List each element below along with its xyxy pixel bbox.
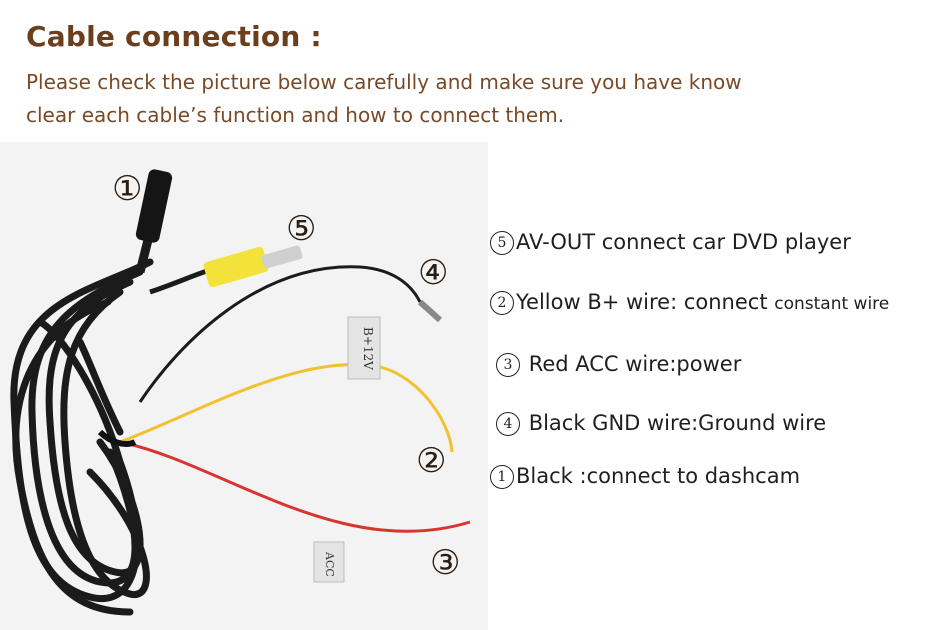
legend-item-red-wire: 3 Red ACC wire:power <box>496 352 741 377</box>
legend-number: 3 <box>496 353 520 377</box>
ground-wire <box>138 265 422 403</box>
marker-1: ① <box>112 169 142 209</box>
acc-tag <box>313 541 345 583</box>
legend-text: Red ACC wire:power <box>528 352 742 376</box>
legend-text: AV-OUT connect car DVD player <box>516 230 851 254</box>
legend-item-black-gnd: 4 Black GND wire:Ground wire <box>496 411 826 436</box>
b12v-tag <box>347 316 381 380</box>
rca-connector <box>203 246 269 288</box>
legend-number: 2 <box>490 291 514 315</box>
intro-line-2: clear each cable’s function and how to c… <box>26 103 565 127</box>
legend-text: Black :connect to dashcam <box>516 464 801 488</box>
red-wire <box>119 440 471 533</box>
intro-text: Please check the picture below carefully… <box>26 66 926 132</box>
b12v-tag-text: B+12V <box>361 327 375 370</box>
legend-text: Black GND wire:Ground wire <box>528 411 827 435</box>
rca-tip <box>261 245 303 269</box>
legend-number: 1 <box>490 465 514 489</box>
acc-tag-text: ACC <box>323 551 336 577</box>
dashcam-plug <box>135 169 173 243</box>
legend-number: 4 <box>496 412 520 436</box>
cable-photo: B+12V ACC ① ⑤ ④ ② ③ <box>0 142 488 630</box>
page-title: Cable connection : <box>26 20 322 53</box>
marker-2: ② <box>416 441 446 481</box>
ground-terminal <box>417 299 443 323</box>
cable-tie <box>97 429 137 447</box>
marker-4: ④ <box>418 253 448 293</box>
legend-extra: constant wire <box>774 294 890 314</box>
black-cable-coil <box>10 258 154 616</box>
cable-illustration: B+12V ACC ① ⑤ ④ ② ③ <box>0 142 488 630</box>
legend-text: Yellow B+ wire: connect <box>516 290 775 314</box>
intro-line-1: Please check the picture below carefully… <box>26 70 742 94</box>
marker-3: ③ <box>430 543 460 583</box>
marker-5: ⑤ <box>286 209 316 249</box>
legend-number: 5 <box>490 231 514 255</box>
